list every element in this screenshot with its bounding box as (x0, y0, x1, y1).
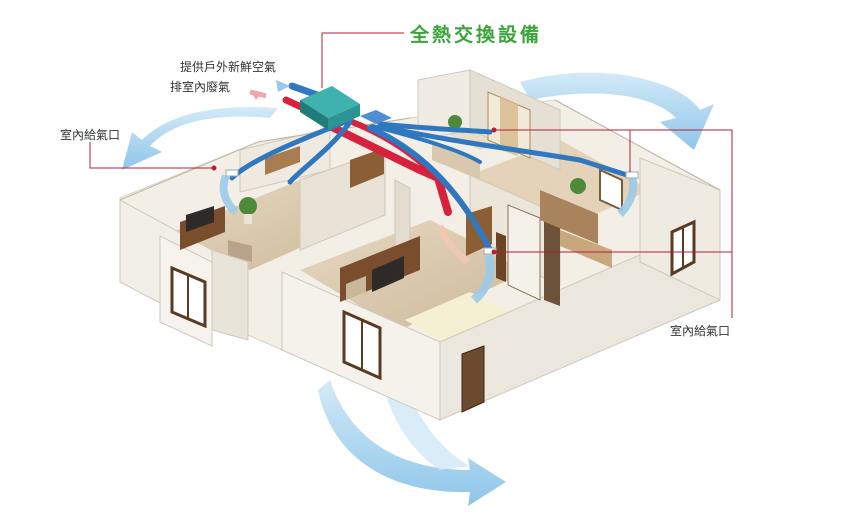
fresh-air-label: 提供戶外新鮮空氣 (180, 60, 277, 74)
supply-outlet-label-left: 室內給氣口 (60, 128, 121, 142)
heat-exchanger-unit (300, 86, 392, 130)
supply-outlets (219, 169, 639, 304)
leader-lines (89, 32, 733, 318)
airflow-arrow-top-right (520, 72, 714, 150)
label-arrows (249, 80, 290, 100)
airflow-arrow-left (122, 107, 278, 170)
furniture (180, 115, 612, 302)
exhaust-air-label: 排室內廢氣 (170, 80, 231, 94)
diagram-title: 全熱交換設備 (410, 24, 543, 46)
ductwork (229, 82, 633, 253)
airflow-arrow-bottom (318, 380, 506, 506)
supply-outlet-label-right: 室內給氣口 (670, 324, 731, 338)
